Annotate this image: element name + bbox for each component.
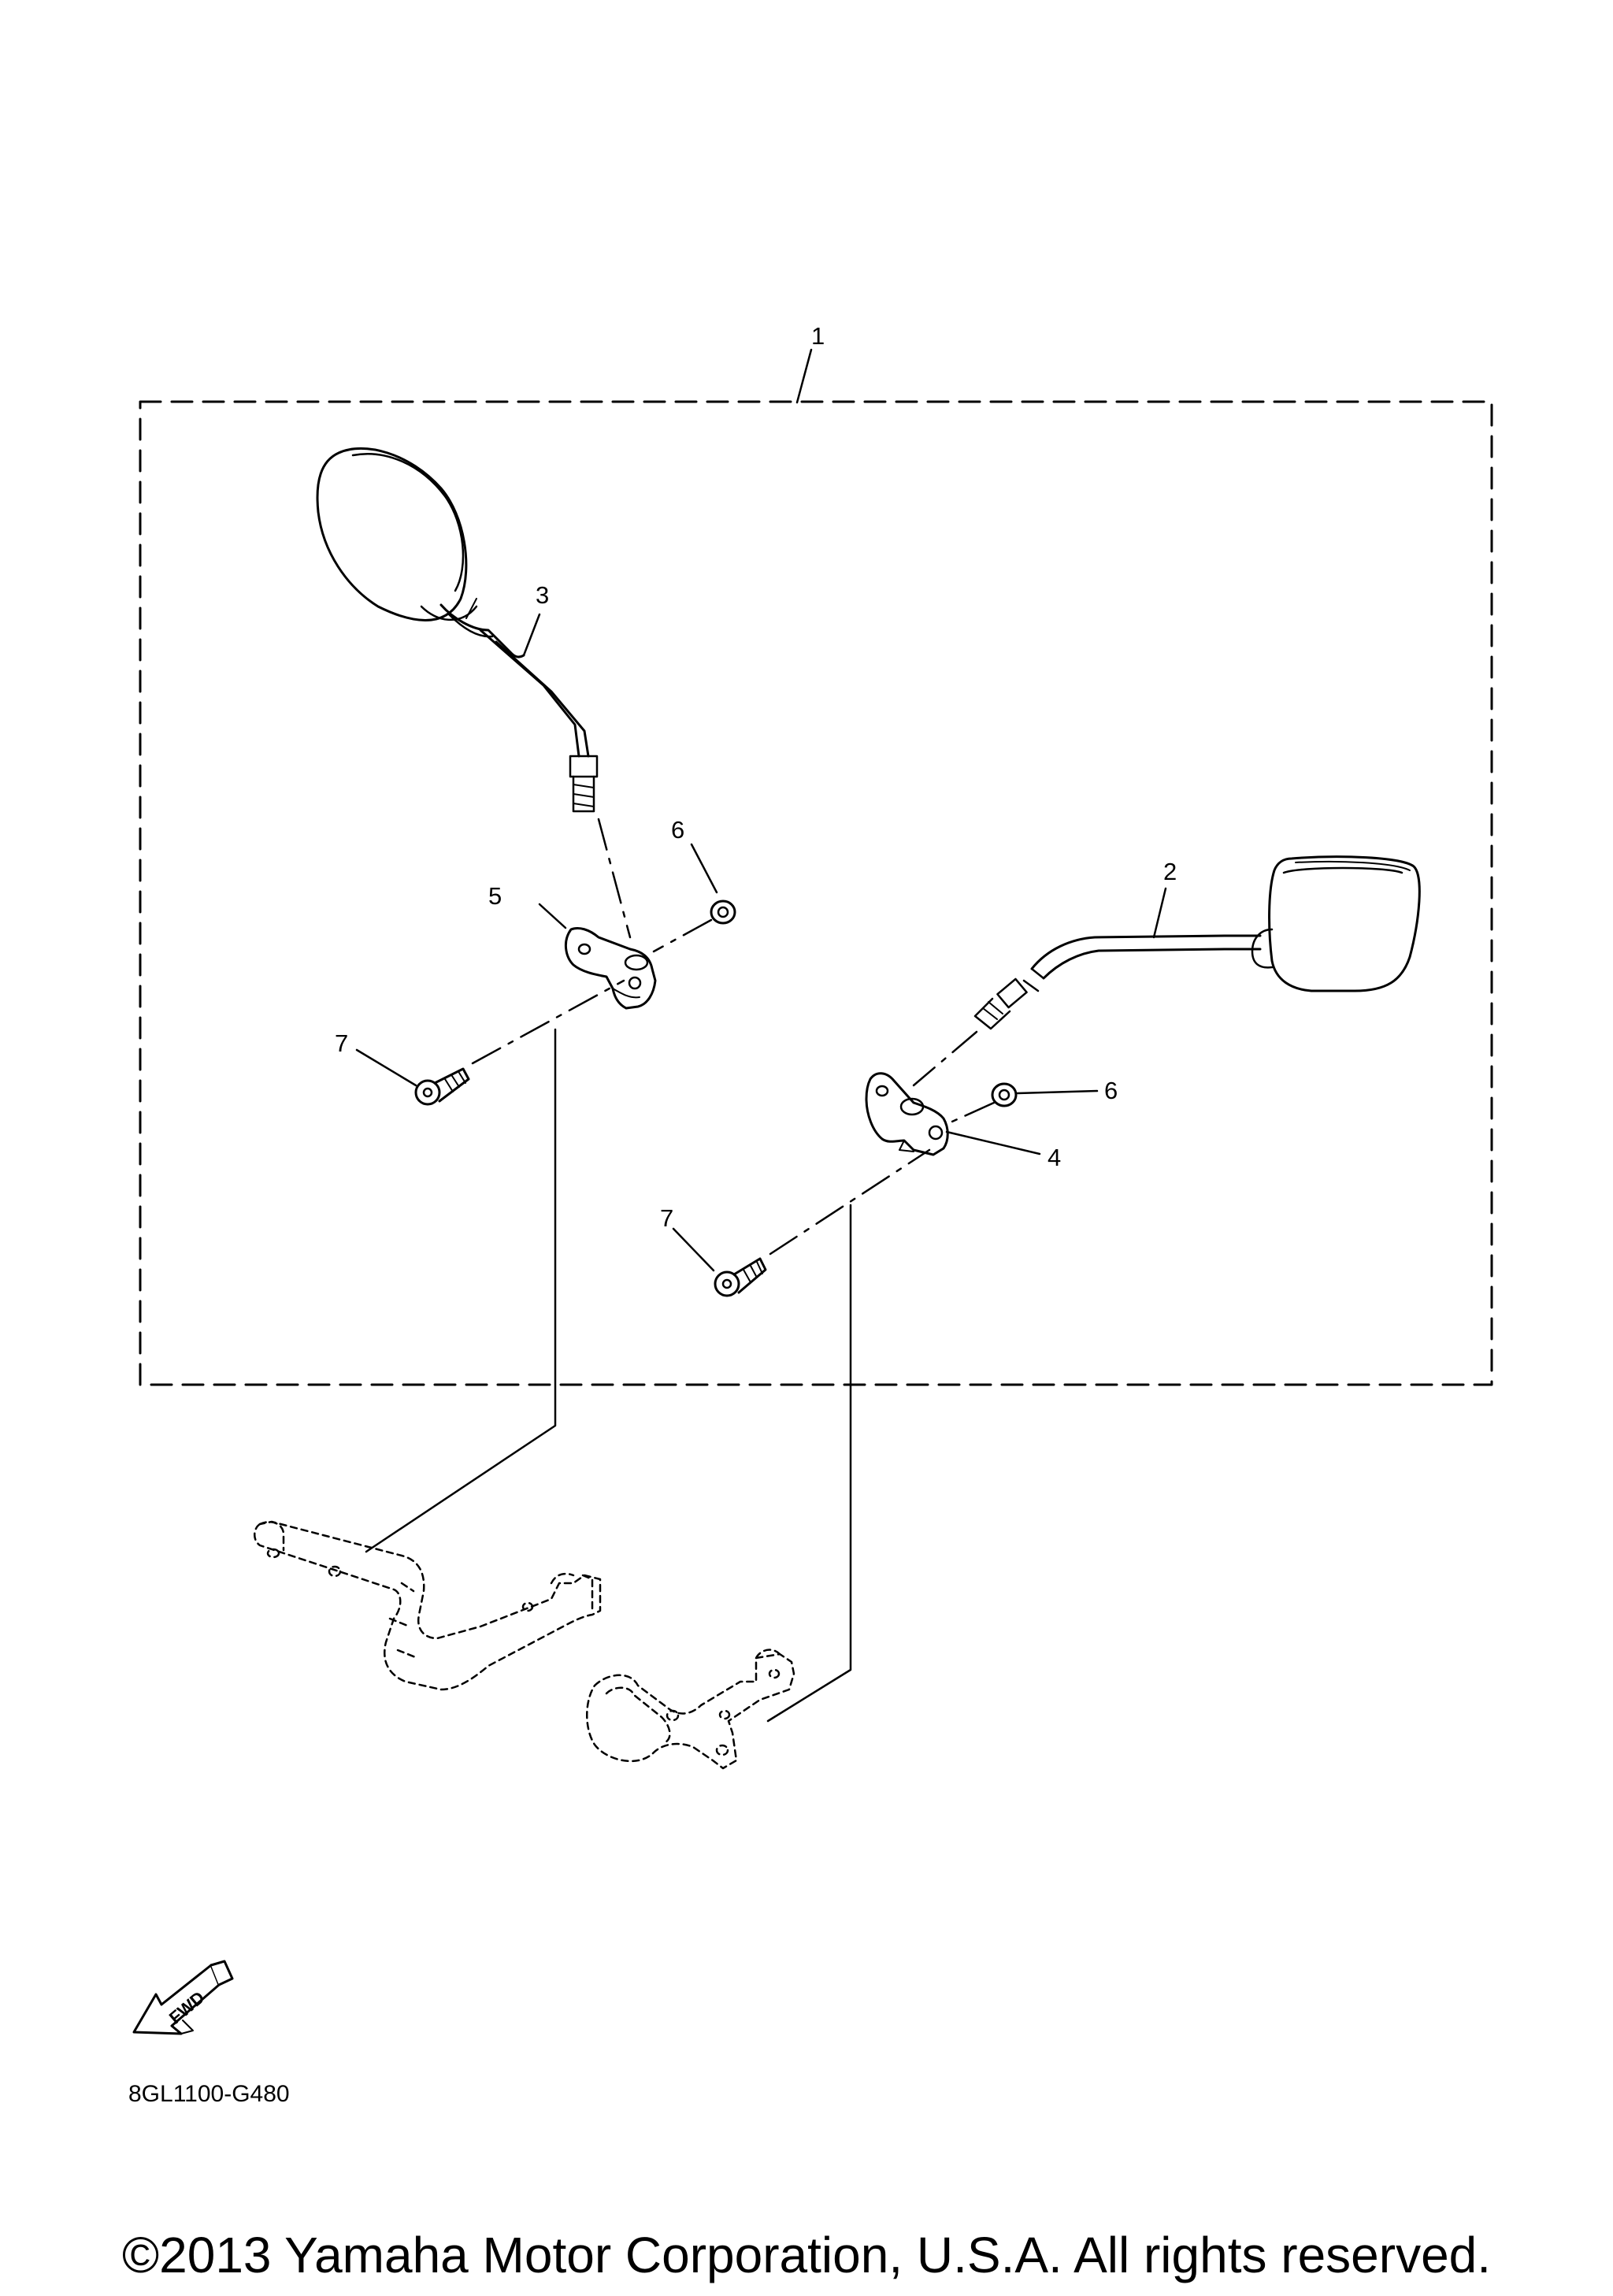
callout-7b: 7	[660, 1204, 673, 1232]
centerline-right-mirror	[912, 1030, 978, 1087]
left-mirror-part-3	[316, 447, 599, 813]
leader-line-5	[538, 903, 567, 929]
callout-1: 1	[811, 322, 825, 350]
right-bracket-part-4	[865, 1072, 949, 1156]
assembly-boundary	[139, 400, 1493, 1386]
connector-line-left	[365, 1028, 557, 1553]
copyright-notice: ©2013 Yamaha Motor Corporation, U.S.A. A…	[121, 2227, 1492, 2283]
leader-line-2	[1152, 887, 1167, 939]
centerline-right-bolt	[769, 1148, 931, 1256]
leader-line-7a	[355, 1048, 417, 1087]
right-nut-part-6	[991, 1082, 1018, 1107]
right-mirror-part-2	[973, 855, 1421, 1030]
leader-line-7b	[672, 1227, 715, 1272]
left-nut-part-6	[710, 899, 736, 925]
leader-line-6a	[690, 843, 718, 894]
drawing-id: 8GL1100-G480	[128, 2081, 290, 2107]
lower-right-handlebar-bracket	[586, 1649, 795, 1770]
centerline-left-bolt	[471, 979, 625, 1065]
connector-line-right	[766, 1204, 852, 1723]
leader-line-3	[522, 613, 541, 657]
callout-7a: 7	[335, 1029, 348, 1057]
left-bracket-part-5	[564, 926, 657, 1010]
centerline-right-nut	[944, 1101, 996, 1126]
callout-5: 5	[488, 882, 502, 910]
callout-6b: 6	[1104, 1077, 1118, 1104]
leader-line-4	[945, 1130, 1041, 1155]
centerline-left-nut	[652, 918, 713, 953]
right-bolt-part-7	[714, 1257, 767, 1297]
leader-line-6b	[1016, 1089, 1099, 1095]
fwd-arrow-icon: FWD	[132, 1960, 234, 2035]
callout-2: 2	[1163, 858, 1177, 885]
leader-line-1	[795, 348, 813, 404]
callout-4: 4	[1048, 1144, 1061, 1171]
callout-3: 3	[536, 581, 549, 609]
callout-6a: 6	[671, 816, 684, 844]
lower-left-handlebar-bracket	[254, 1520, 602, 1691]
centerline-left-mirror	[597, 818, 632, 939]
left-bolt-part-7	[414, 1067, 470, 1106]
